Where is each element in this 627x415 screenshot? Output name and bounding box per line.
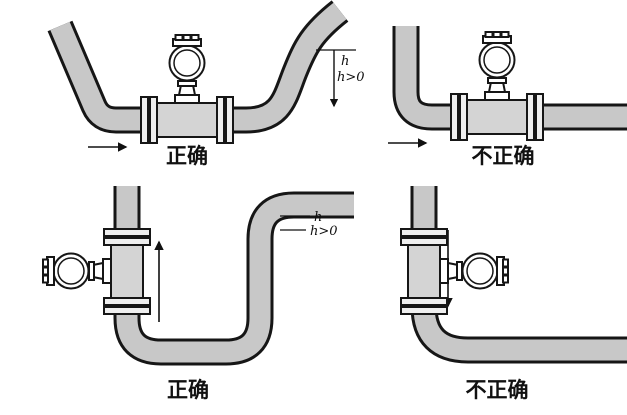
transmitter-head-icon [478,31,516,101]
flange-plate [400,228,448,237]
dimension-label-h-gt0: h>0 [337,70,365,85]
meter-body [110,244,144,299]
pipe [395,26,627,128]
pipe [116,186,354,363]
dimension-label-h: h [314,210,322,225]
incorrect-label: 不正确 [466,378,529,402]
panel-top-right: 不正确 [388,26,627,168]
flowmeter-icon [140,34,234,144]
flange-plate [103,297,151,306]
pipe [50,2,347,131]
flange-plate [459,93,468,141]
dimension-label-h: h [341,54,349,69]
meter-body [466,99,528,135]
meter-body [407,244,441,299]
flowmeter-icon [450,31,544,141]
flange-plate [400,297,448,306]
incorrect-label: 不正确 [472,144,535,168]
flowmeter-icon [42,228,151,315]
transmitter-head-icon [439,252,509,290]
flange-plate [400,237,448,246]
flange-plate [103,237,151,246]
flange-plate [450,93,459,141]
meter-body [156,102,218,138]
flange-plate [103,228,151,237]
flange-plate [140,96,149,144]
panel-top-left: h h>0 正确 [47,0,365,168]
flange-plate [400,306,448,315]
correct-label: 正确 [166,144,208,168]
flange-plate [225,96,234,144]
flange-plate [149,96,158,144]
transmitter-head-icon [168,34,206,104]
panel-bottom-right: 不正确 [400,186,627,402]
flange-plate [103,306,151,315]
panel-bottom-left: h h>0 正确 [42,186,354,402]
flange-plate [535,93,544,141]
flange-plate [216,96,225,144]
flange-plate [526,93,535,141]
dimension-label-h-gt0: h>0 [310,224,338,239]
flowmeter-icon [400,228,509,315]
correct-label: 正确 [167,378,209,402]
transmitter-head-icon [42,252,112,290]
